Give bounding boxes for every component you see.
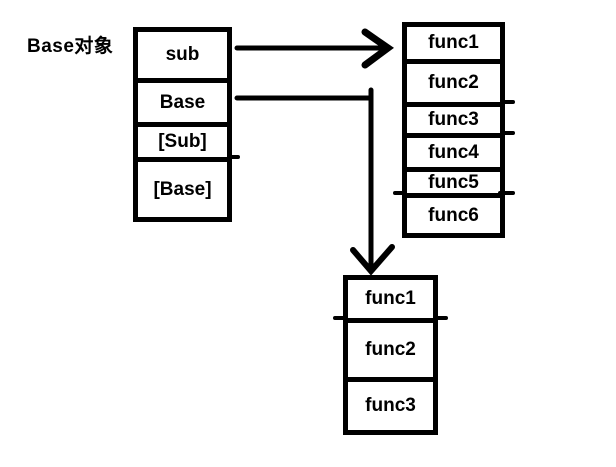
cell-base-pointer: Base (138, 78, 227, 122)
cell-func2: func2 (348, 318, 433, 377)
diagram-title: Base对象 (27, 36, 114, 57)
arrow-base-to-base-vtable (234, 87, 395, 276)
cell-sub-pointer: sub (165, 44, 200, 65)
sub-vtable-stack: func1 func2 func3 func4 func5 func6 (402, 22, 505, 238)
arrow-sub-to-sub-vtable (234, 28, 395, 69)
cell-func4: func4 (407, 133, 500, 167)
base-vtable-stack: func1 func2 func3 (343, 275, 438, 435)
base-object-stack: sub Base [Sub] [Base] (133, 27, 232, 222)
cell-func3: func3 (348, 377, 433, 430)
cell-func1: func1 (365, 288, 416, 309)
cell-base-part: [Base] (138, 157, 227, 217)
cell-func3: func3 (407, 102, 500, 133)
cell-func5: func5 (407, 167, 500, 193)
cell-func1: func1 (428, 32, 479, 53)
cell-func2: func2 (407, 59, 500, 102)
cell-sub-part: [Sub] (138, 122, 227, 157)
cell-func6: func6 (407, 193, 500, 233)
